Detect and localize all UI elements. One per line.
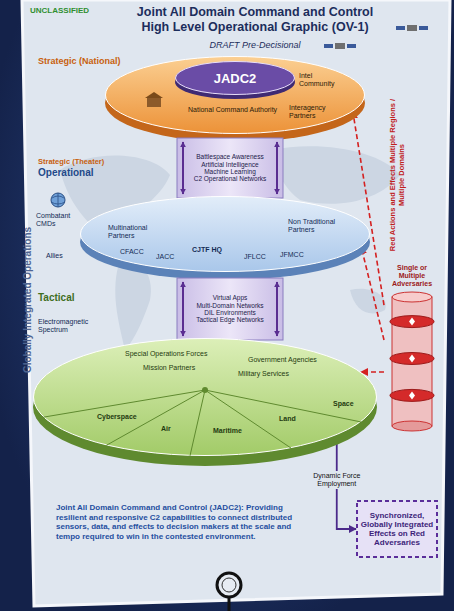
adversary-stack-outline xyxy=(384,262,440,432)
adversary-disc xyxy=(390,389,434,401)
capability-label: Machine Learning xyxy=(204,168,256,175)
force-label: Mission Partners xyxy=(143,364,195,372)
satellite-icon xyxy=(419,26,428,30)
command-label: JACC xyxy=(156,253,174,261)
globe-icon xyxy=(51,193,65,207)
entity-label: Non Traditional Partners xyxy=(288,218,352,234)
domain-label: Space xyxy=(333,400,354,408)
adversary-marker xyxy=(409,318,415,326)
domain-label: Land xyxy=(279,415,296,423)
dashed-border xyxy=(357,501,437,557)
satellite-icon xyxy=(396,26,405,30)
layer-disc xyxy=(81,197,370,272)
draft-marking: DRAFT Pre-Decisional xyxy=(180,40,330,51)
tactical-layer: Special Operations ForcesMission Partner… xyxy=(33,338,377,466)
adversary-stack: Single or Multiple Adversaries xyxy=(384,262,440,432)
level-label: Operational xyxy=(38,167,94,179)
force-label: Government Agencies xyxy=(248,356,317,364)
command-label: JFMCC xyxy=(280,251,304,259)
level-label: Strategic (Theater) xyxy=(38,157,104,166)
adversary-disc xyxy=(390,353,434,365)
core-label: JADC2 xyxy=(175,72,295,87)
command-label: CFACC xyxy=(120,248,144,256)
slide-panel xyxy=(22,0,450,606)
command-label: JFLCC xyxy=(244,253,266,261)
map-continent xyxy=(350,289,386,314)
classification-marking: UNCLASSIFIED xyxy=(30,6,89,16)
entity-label: Multinational Partners xyxy=(108,224,160,240)
pin-stem xyxy=(228,597,231,611)
entity-label: Interagency Partners xyxy=(289,104,339,120)
layer-disc xyxy=(106,57,365,134)
layer-disc xyxy=(176,62,295,95)
effects-label: Synchronized, Globally Integrated Effect… xyxy=(360,511,434,548)
domain-label: Cyberspace xyxy=(97,413,137,421)
building-icon xyxy=(145,92,163,98)
capability-label: C2 Operational Networks xyxy=(194,175,267,182)
flow-arrow xyxy=(182,282,184,336)
adversary-marker xyxy=(409,355,415,363)
operational-layer: Multinational Partners Non Traditional Pa… xyxy=(80,196,370,280)
satellite-icon xyxy=(335,43,345,49)
edge-label: Dynamic Force Employment xyxy=(309,471,365,489)
map-continent xyxy=(270,146,400,204)
domain-label: Air xyxy=(161,425,171,433)
satellite-icon xyxy=(347,44,356,48)
command-label: CJTF HQ xyxy=(192,246,222,254)
layer-disc xyxy=(34,339,377,456)
domain-divider xyxy=(190,390,205,456)
threat-label: Red Actions and Effects Multiple Regions… xyxy=(388,95,406,255)
flow-arrow xyxy=(276,282,278,336)
capability-label: Artificial Intelligence xyxy=(201,161,258,168)
tactical-layer-outline xyxy=(33,338,377,466)
definition-text: Joint All Domain Command and Control (JA… xyxy=(56,503,298,541)
effects-box: Synchronized, Globally Integrated Effect… xyxy=(356,500,438,558)
capability-label: Multi-Domain Networks xyxy=(196,302,263,309)
cylinder-cap xyxy=(392,292,432,302)
side-banner: Globally Integrated Operations xyxy=(22,195,34,405)
slide-title: Joint All Domain Command and Control Hig… xyxy=(128,5,382,35)
flow-arrow xyxy=(182,142,184,194)
network-column: Virtual AppsMulti-Domain NetworksDIL Env… xyxy=(172,278,288,340)
threat-arrow xyxy=(361,371,384,373)
cylinder-base xyxy=(392,421,432,431)
capability-label: Battlespace Awareness xyxy=(196,153,263,160)
adversary-label: Single or Multiple Adversaries xyxy=(385,264,439,288)
domain-label: Maritime xyxy=(213,427,242,435)
actor-label: Combatant CMDs xyxy=(36,212,80,229)
domain-hub xyxy=(202,387,208,393)
jadc2-core: JADC2 xyxy=(175,61,295,99)
force-label: Special Operations Forces xyxy=(125,350,207,358)
level-label: Strategic (National) xyxy=(38,56,121,67)
capability-label: DIL Environments xyxy=(204,309,255,316)
entity-label: National Command Authority xyxy=(188,106,277,114)
force-label: Military Services xyxy=(238,370,289,378)
entity-label: Intel Community xyxy=(299,72,343,88)
capability-label: Virtual Apps xyxy=(213,294,248,301)
column-body xyxy=(177,138,283,198)
pin-marker xyxy=(222,578,236,592)
adversary-disc xyxy=(390,316,434,328)
satellite-icon xyxy=(324,44,333,48)
satellite-icon xyxy=(407,25,417,31)
actor-label: Electromagnetic Spectrum xyxy=(38,318,98,335)
flow-arrow xyxy=(276,142,278,194)
column-body xyxy=(177,278,283,340)
globe-icon xyxy=(51,193,65,207)
level-label: Tactical xyxy=(38,292,75,304)
adversary-marker xyxy=(409,391,415,399)
actor-label: Allies xyxy=(46,252,63,260)
building-icon xyxy=(147,98,161,107)
strategic-layer: National Command Authority Intel Communit… xyxy=(105,56,365,142)
pin-marker xyxy=(217,573,241,597)
c2-column: Battlespace AwarenessArtificial Intellig… xyxy=(172,138,288,198)
capability-label: Tactical Edge Networks xyxy=(196,316,264,323)
threat-arrow xyxy=(361,247,384,340)
